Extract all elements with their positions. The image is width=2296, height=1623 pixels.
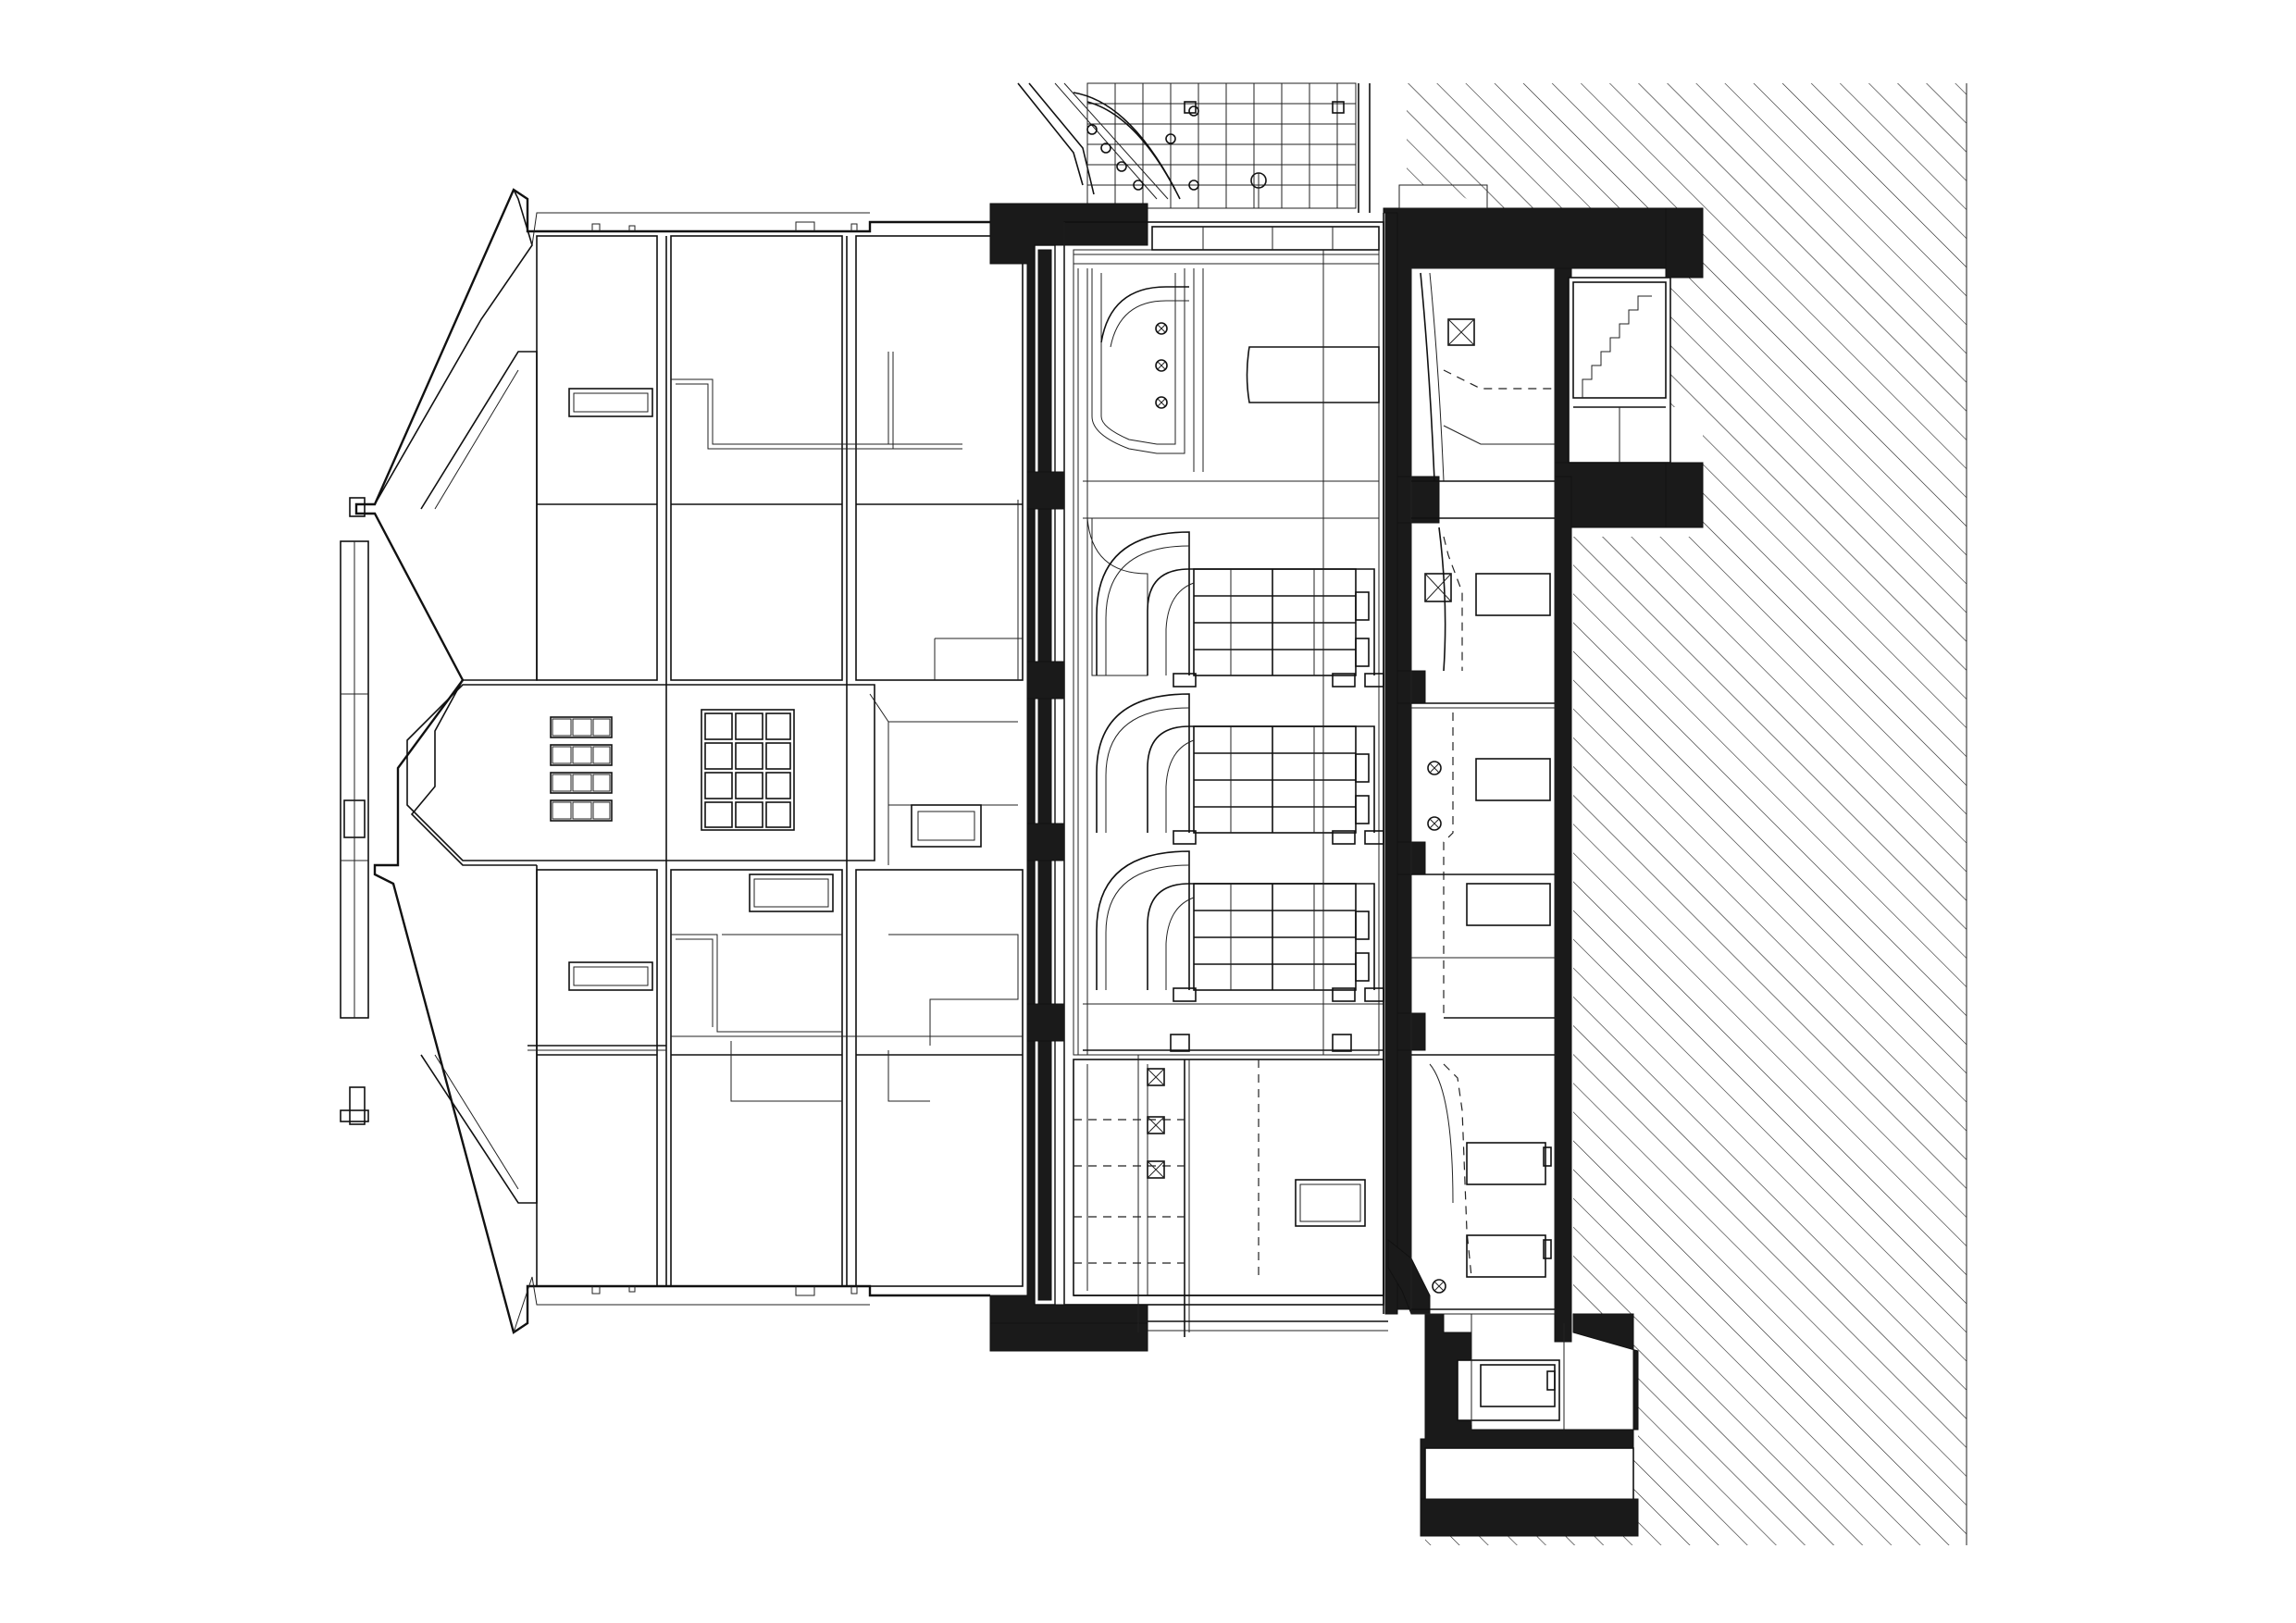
lower-hall [1073,1059,1388,1337]
small-window-group [550,716,613,822]
window-lower-left [568,961,653,991]
grid-window [701,709,795,831]
service-panel-4 [1466,1142,1546,1185]
roof-gables [340,188,1024,1334]
service-panel-1 [1475,573,1551,616]
stair-top-right [1572,281,1667,463]
wall-panel-lower [1295,1179,1366,1227]
service-panel-3 [1466,883,1551,926]
glass-canopy [1017,82,1371,213]
arched-window-3 [1096,850,1375,991]
window-upper-left [568,388,653,417]
canopy-grid [1087,83,1356,208]
window-lower-mid [749,873,834,912]
section-walls [989,203,1704,1537]
service-rooms [1398,184,1667,1430]
arched-window-1 [1086,517,1375,676]
main-hall [1063,221,1384,1306]
column-capitals [1173,673,1384,1002]
service-panel-5 [1466,1234,1546,1278]
window-right-small [911,804,982,848]
vent-crossbox-group [1147,1068,1165,1179]
earth-hatch [1407,83,1967,1545]
service-panel-2 [1475,758,1551,801]
arched-window-2 [1096,693,1375,834]
hall-divider-lines [1063,213,1384,1332]
